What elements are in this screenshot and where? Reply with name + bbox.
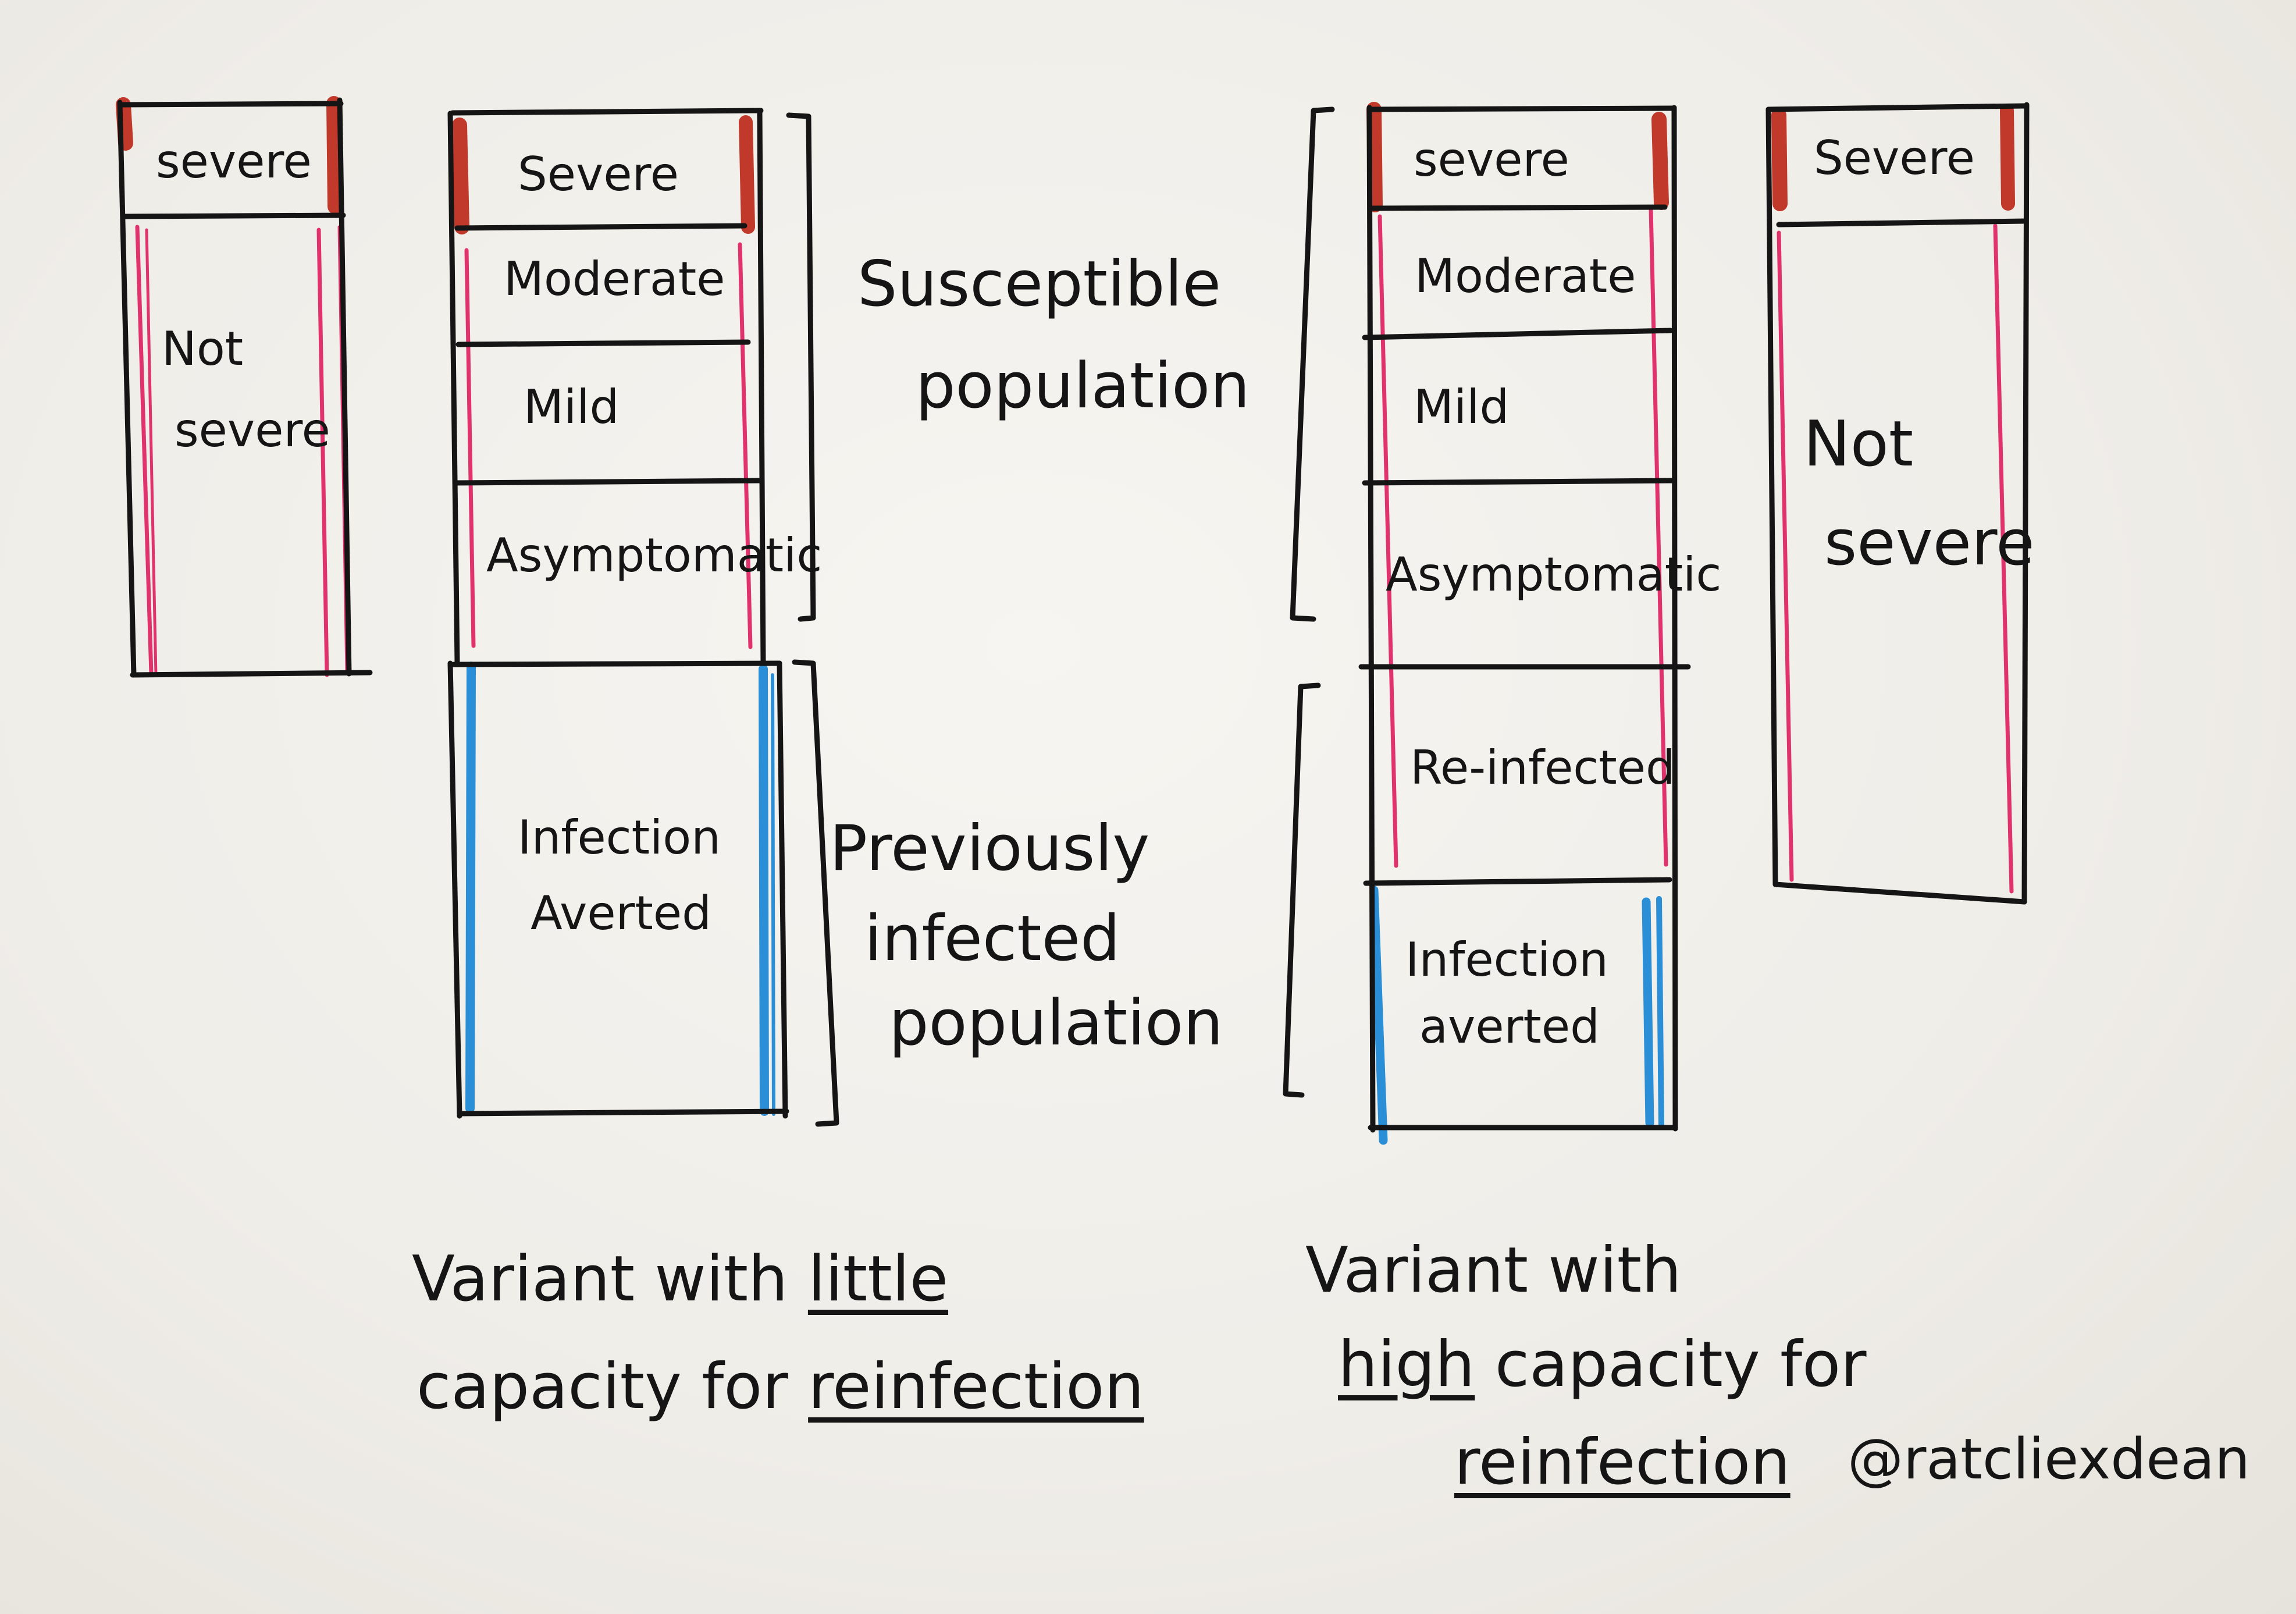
previously-infected-line2: infected (864, 902, 1120, 975)
col4-not-severe-line2: severe (1824, 507, 2035, 580)
col3-severe-label: severe (1414, 133, 1569, 187)
col2-averted-line2: Averted (531, 886, 711, 940)
col4-not-severe-line1: Not (1803, 408, 1914, 481)
col4-severe-label: Severe (1814, 131, 1975, 185)
bracket-previously-infected-right (1283, 682, 1321, 1098)
caption-right-line1: Variant with (1305, 1234, 1682, 1307)
caption-right-line3: reinfection (1454, 1431, 1790, 1494)
col1-severe-label: severe (156, 134, 312, 189)
col3-moderate-label: Moderate (1415, 249, 1636, 303)
col2-averted-line1: Infection (518, 810, 721, 865)
caption-left-line1: Variant with little (412, 1243, 949, 1316)
column-1 (116, 96, 373, 678)
column-3 (1358, 102, 1691, 1145)
col3-mild-label: Mild (1414, 380, 1510, 434)
col1-not-severe-line1: Not (162, 322, 244, 376)
caption-right-underlined-word: high (1338, 1328, 1475, 1401)
bracket-susceptible (786, 112, 816, 622)
column-2 (447, 108, 789, 1119)
susceptible-population-line2: population (916, 350, 1250, 422)
col2-asymptomatic-label: Asymptomatic (486, 528, 823, 582)
caption-left-underlined-word-2: reinfection (808, 1350, 1144, 1423)
previously-infected-line3: population (889, 987, 1223, 1060)
author-signature: @ratcliexdean (1848, 1427, 2250, 1492)
col1-not-severe-line2: severe (175, 403, 330, 457)
bracket-previously-infected (792, 659, 839, 1127)
col3-reinfected-label: Re-infected (1410, 741, 1675, 795)
caption-left-line2: capacity for reinfection (417, 1350, 1144, 1423)
column-4 (1765, 102, 2030, 905)
susceptible-population-line1: Susceptible (857, 248, 1222, 321)
caption-right-underlined-word-2: reinfection (1454, 1426, 1790, 1499)
bracket-susceptible-right (1290, 106, 1335, 622)
col2-mild-label: Mild (524, 380, 620, 434)
caption-left-underlined-word: little (807, 1243, 949, 1316)
previously-infected-line1: Previously (830, 812, 1150, 885)
col2-severe-label: Severe (518, 147, 679, 201)
caption-right-line2: high capacity for (1338, 1328, 1867, 1401)
col3-averted-line2: averted (1419, 1000, 1600, 1054)
col3-averted-line1: Infection (1405, 933, 1608, 987)
col3-asymptomatic-label: Asymptomatic (1386, 548, 1722, 602)
col2-moderate-label: Moderate (504, 252, 725, 306)
